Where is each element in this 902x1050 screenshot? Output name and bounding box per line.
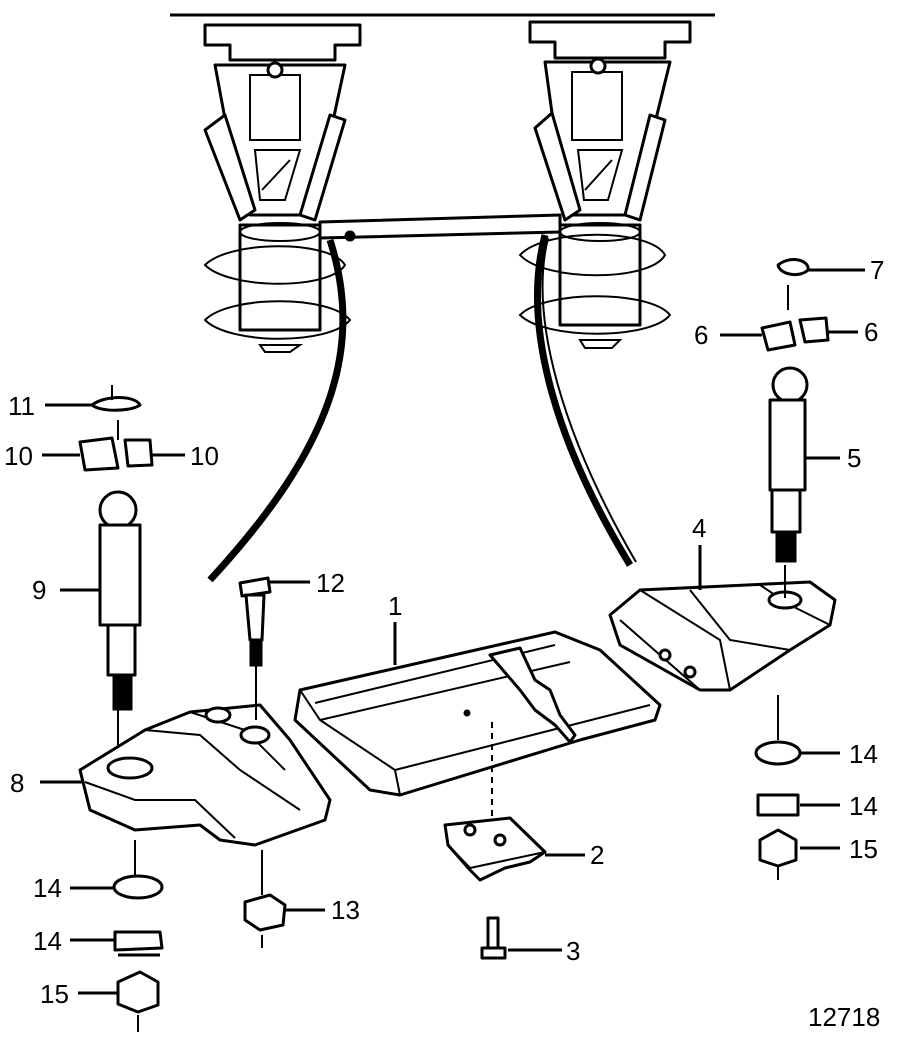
callout-14c: 14 [849,739,878,769]
callout-6a: 6 [694,320,708,350]
callout-14a: 14 [33,873,62,903]
left-ball-clips [78,385,154,472]
leader-lines [40,268,865,995]
callout-14d: 14 [849,791,878,821]
callout-13: 13 [331,895,360,925]
callout-4: 4 [692,513,706,543]
callout-11: 11 [8,391,35,421]
right-engine-mount [608,580,837,692]
left-shock-absorber [98,420,142,745]
callout-15a: 15 [40,979,69,1009]
callout-1: 1 [388,591,402,621]
right-shock-absorber [768,285,809,598]
callout-12: 12 [316,568,345,598]
callout-10b: 10 [190,441,219,471]
bolt-and-nut [238,576,287,948]
clamp-plate-and-bolt [443,722,547,960]
callout-14b: 14 [33,926,62,956]
engine-assembly-illustration [170,13,715,583]
callout-7: 7 [870,255,884,285]
figure-number: 12718 [808,1002,880,1032]
left-engine-mount [78,703,332,847]
callout-labels: 1 2 3 4 5 6 6 7 8 9 10 10 11 12 13 14 14… [4,255,884,1032]
callout-9: 9 [32,575,46,605]
callout-3: 3 [566,936,580,966]
callout-5: 5 [847,443,861,473]
callout-10a: 10 [4,441,33,471]
left-bushings-and-nut [112,840,164,1032]
right-ball-clips [760,258,830,352]
callout-8: 8 [10,768,24,798]
right-bushings-and-nut [754,695,802,880]
center-mounting-plate [293,630,662,797]
callout-2: 2 [590,840,604,870]
callout-15b: 15 [849,834,878,864]
callout-6b: 6 [864,317,878,347]
